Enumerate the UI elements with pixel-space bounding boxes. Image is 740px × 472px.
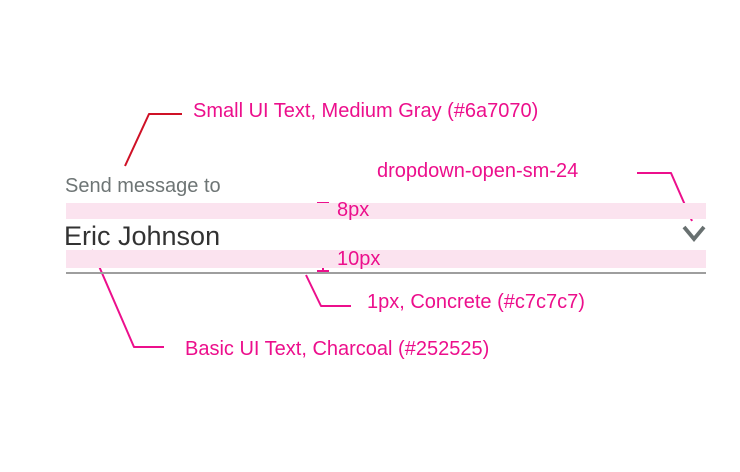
field-divider [66, 272, 706, 274]
spacing-highlight-bottom [66, 250, 706, 268]
annotation-icon-name: dropdown-open-sm-24 [377, 160, 579, 182]
spacing-highlight-top [66, 203, 706, 219]
annotation-gap-bottom: 10px [337, 248, 381, 270]
leader-line-divider-spec [305, 274, 351, 307]
leader-line-label-spec [124, 113, 182, 167]
annotation-divider-spec: 1px, Concrete (#c7c7c7) [367, 291, 585, 313]
field-label: Send message to [65, 175, 221, 197]
annotation-value-spec: Basic UI Text, Charcoal (#252525) [185, 338, 490, 360]
annotation-gap-top: 8px [337, 199, 370, 221]
annotation-label-spec: Small UI Text, Medium Gray (#6a7070) [193, 100, 539, 122]
dropdown-selected-value[interactable]: Eric Johnson [64, 221, 221, 251]
chevron-down-icon[interactable] [682, 225, 706, 242]
